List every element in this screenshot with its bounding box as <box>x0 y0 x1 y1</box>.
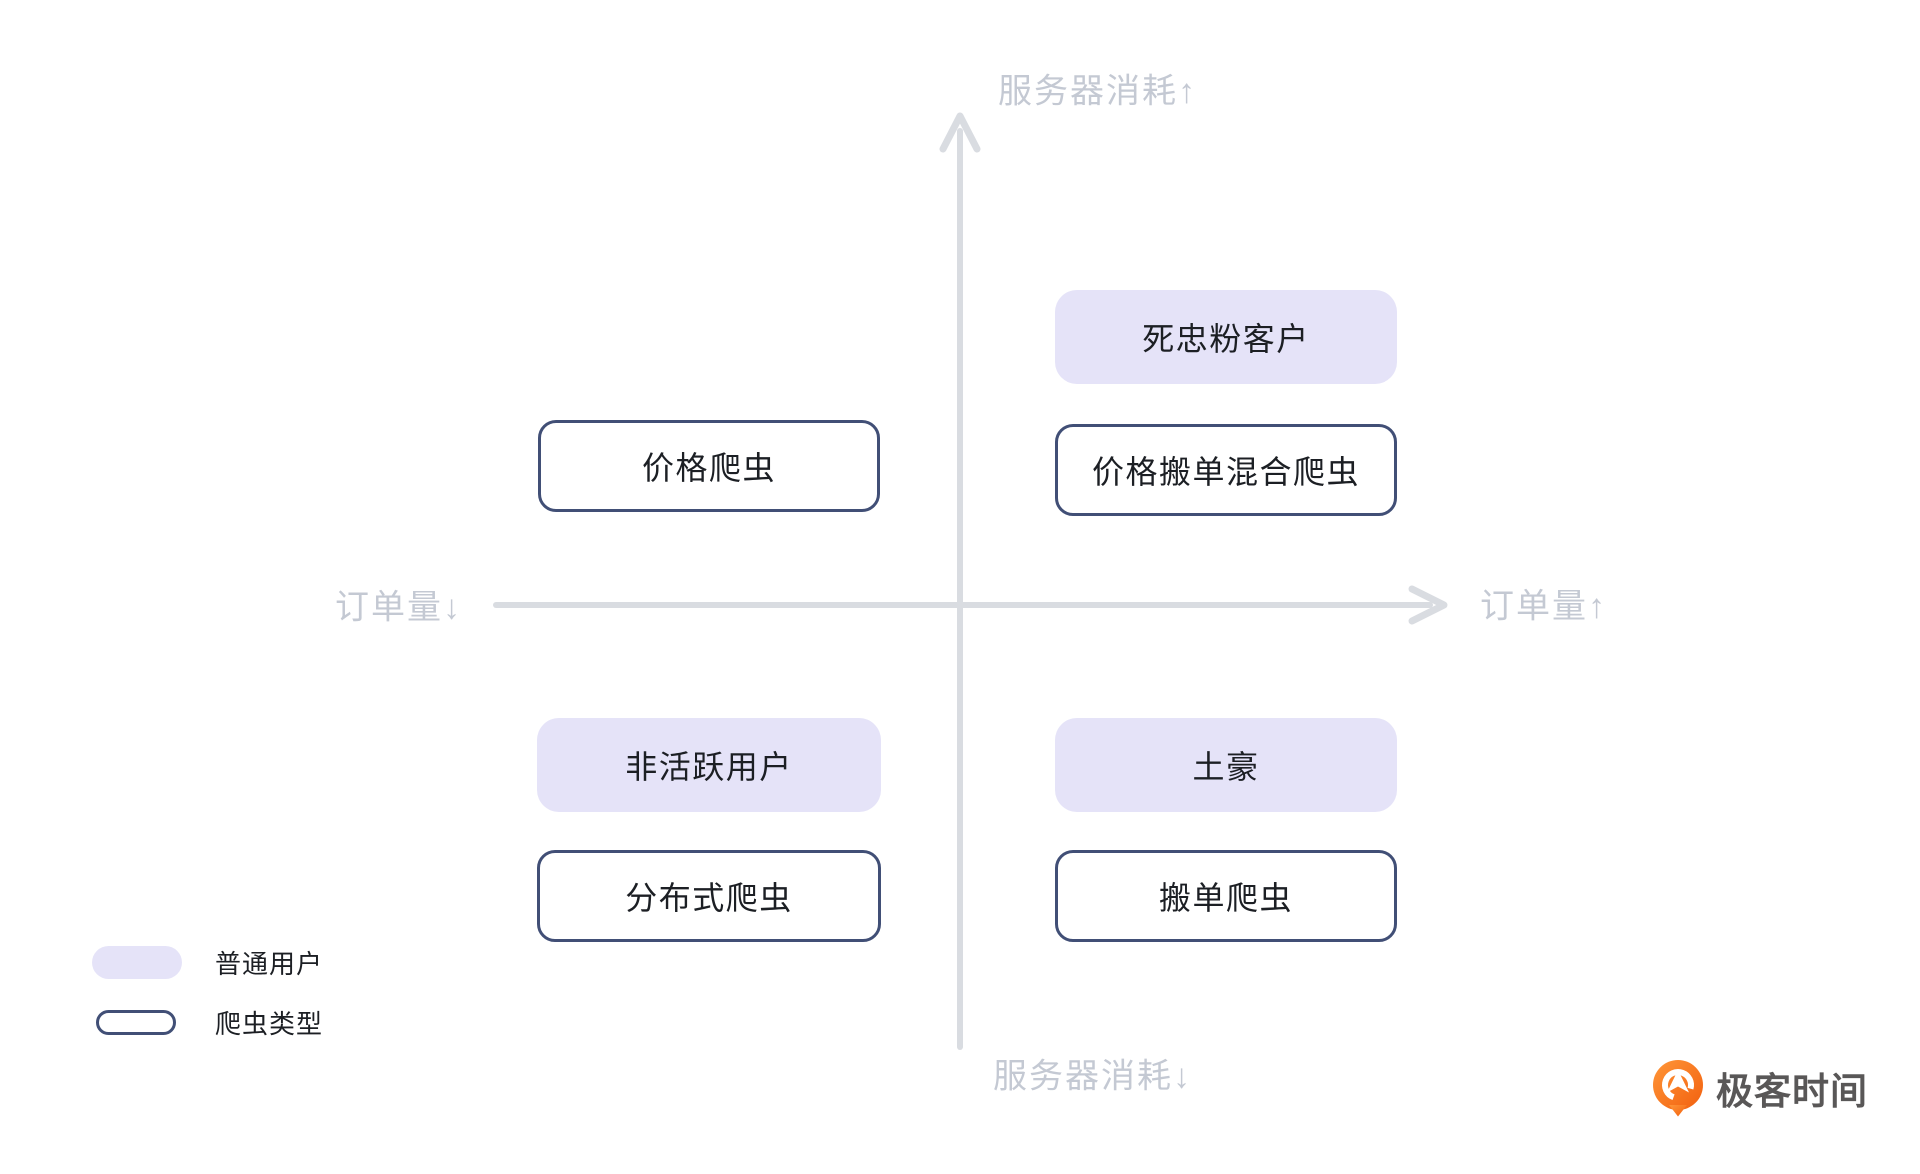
axis-label-server-cost-down: 服务器消耗↓ <box>993 1057 1192 1096</box>
box-price-crawler: 价格爬虫 <box>538 420 880 512</box>
axis-label-order-volume-up: 订单量↑ <box>1480 587 1607 626</box>
geektime-logo: 极客时间 <box>1649 1059 1868 1117</box>
box-big-spenders: 土豪 <box>1055 718 1397 812</box>
axis-label-order-volume-down: 订单量↓ <box>335 588 462 627</box>
arrow-up-icon <box>939 112 981 153</box>
geektime-logo-text: 极客时间 <box>1716 1071 1868 1112</box>
legend-item-crawler-types: 爬虫类型 <box>92 1006 323 1039</box>
box-inactive-users: 非活跃用户 <box>537 718 881 812</box>
arrow-right-icon <box>1408 585 1448 625</box>
box-price-arbitrage-hybrid-crawler: 价格搬单混合爬虫 <box>1055 424 1397 516</box>
box-arbitrage-crawler: 搬单爬虫 <box>1055 850 1397 942</box>
box-loyal-fan-customers: 死忠粉客户 <box>1055 290 1397 384</box>
filled-pill-swatch <box>92 946 182 979</box>
legend: 普通用户 爬虫类型 <box>92 946 323 1039</box>
legend-label-normal-users: 普通用户 <box>215 949 324 979</box>
axis-label-server-cost-up: 服务器消耗↑ <box>998 72 1197 111</box>
geektime-pin-icon <box>1653 1060 1703 1117</box>
legend-label-crawler-types: 爬虫类型 <box>215 1009 324 1039</box>
legend-swatch-wrap <box>92 946 215 979</box>
legend-item-normal-users: 普通用户 <box>92 946 323 979</box>
outlined-pill-swatch <box>96 1010 176 1035</box>
box-distributed-crawler: 分布式爬虫 <box>537 850 881 942</box>
legend-swatch-wrap <box>92 1010 215 1035</box>
